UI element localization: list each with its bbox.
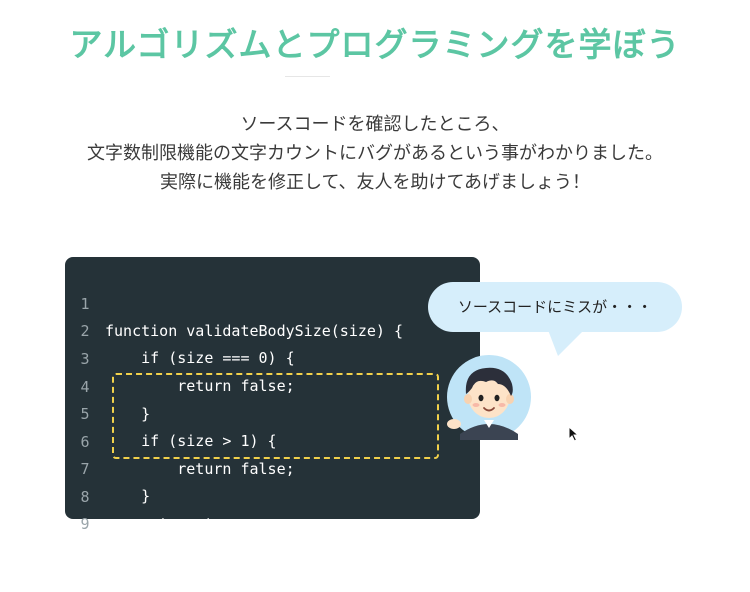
code-line-3: 3 return false; <box>65 319 294 395</box>
speech-bubble-tail <box>548 330 584 356</box>
mouse-cursor-icon <box>568 426 580 442</box>
code-line-4: 4 } <box>65 347 150 423</box>
boy-avatar-icon <box>447 355 531 440</box>
code-text: } <box>105 405 151 423</box>
code-text: function validateBodySize(size) { <box>105 322 404 340</box>
title-divider <box>285 76 330 77</box>
bug-highlight-box <box>112 373 439 459</box>
code-text: } <box>105 542 115 560</box>
line-number: 6 <box>80 433 90 451</box>
line-number: 5 <box>80 405 90 423</box>
description: ソースコードを確認したところ、 文字数制限機能の文字カウントにバグがあるという事… <box>0 110 750 197</box>
line-number: 2 <box>80 322 90 340</box>
code-line-7: 7 } <box>65 429 150 505</box>
code-text: return true; <box>105 515 250 533</box>
code-text: if (size === 0) { <box>105 349 295 367</box>
line-number: 4 <box>80 378 90 396</box>
code-line-5: 5 if (size > 1) { <box>65 374 276 450</box>
code-text: if (size > 1) { <box>105 432 277 450</box>
code-line-6: 6 return false; <box>65 402 294 478</box>
code-text: return false; <box>105 460 295 478</box>
line-number: 8 <box>80 488 90 506</box>
code-line-2: 2 if (size === 0) { <box>65 291 294 367</box>
code-text: return false; <box>105 377 295 395</box>
code-line-9: 9 } <box>65 484 114 560</box>
line-number: 9 <box>80 515 90 533</box>
description-line-1: ソースコードを確認したところ、 <box>240 114 510 135</box>
description-line-3: 実際に機能を修正して、友人を助けてあげましょう！ <box>159 172 591 193</box>
speech-bubble: ソースコードにミスが・・・ <box>428 282 682 332</box>
page-title: アルゴリズムとプログラミングを学ぼう <box>69 25 681 64</box>
line-number: 3 <box>80 350 90 368</box>
line-number: 7 <box>80 460 90 478</box>
code-line-1: 1 function validateBodySize(size) { <box>65 264 403 340</box>
code-text: } <box>105 487 151 505</box>
description-line-2: 文字数制限機能の文字カウントにバグがあるという事がわかりました。 <box>87 143 663 164</box>
line-number: 1 <box>80 295 90 313</box>
code-editor: 1 function validateBodySize(size) { 2 if… <box>65 257 480 560</box>
code-line-8: 8 return true; <box>65 457 249 533</box>
